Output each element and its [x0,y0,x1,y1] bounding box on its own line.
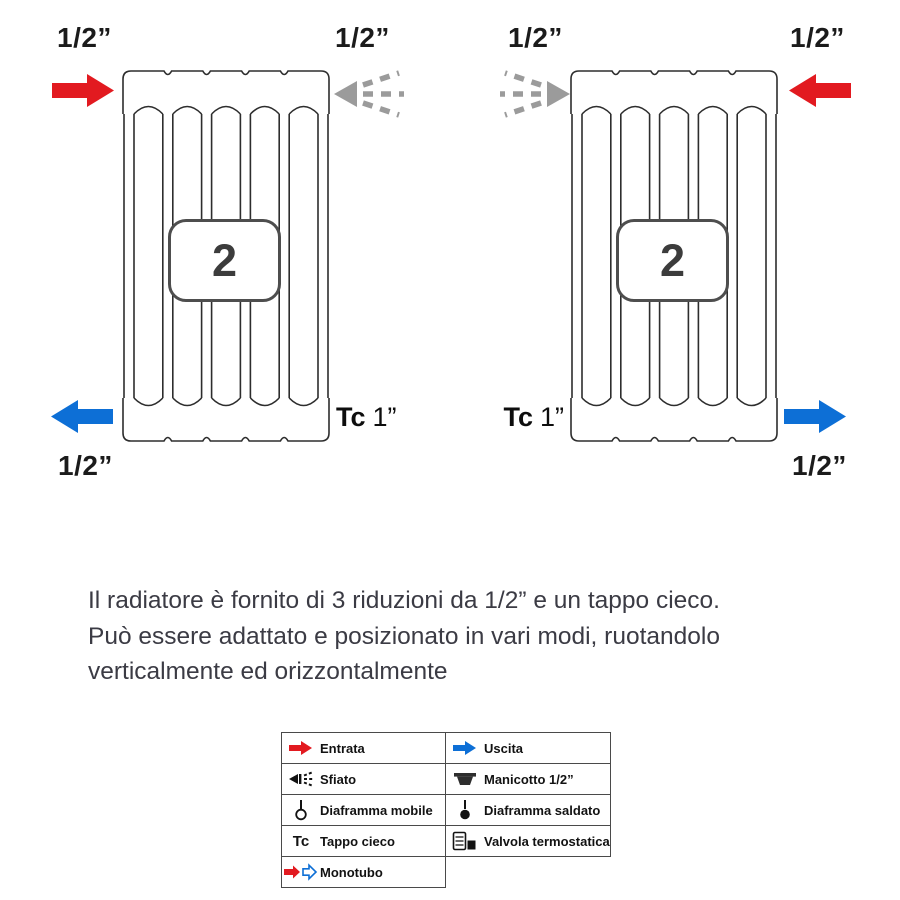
inlet-size-label: 1/2” [57,22,112,53]
description-text: Il radiatore è fornito di 3 riduzioni da… [88,583,848,690]
legend-label-sfiato: Sfiato [320,771,357,787]
tc-plug-abbrev: Tc [503,402,533,432]
outlet-size-label: 1/2” [58,450,113,481]
outlet-arrow-icon [51,400,113,433]
legend-cell-uscita: Uscita [445,732,611,764]
legend-cell-diaframma-saldato: Diaframma saldato [445,794,611,826]
legend-row-1: Entrata Uscita [281,732,611,764]
legend-label-diaframma-mobile: Diaframma mobile [320,802,433,818]
legend-cell-empty [445,856,611,888]
column-count-badge: 2 [168,219,281,302]
tc-plug-size: 1” [372,402,397,432]
legend-cell-manicotto: Manicotto 1/2” [445,763,611,795]
legend-cell-entrata: Entrata [281,732,446,764]
legend-row-3: Diaframma mobile Diaframma saldato [281,794,611,826]
manicotto-sleeve-icon [446,770,484,788]
vent-spray-icon [500,70,570,118]
inlet-size-label: 1/2” [790,22,845,53]
tc-plug-abbrev: Tc [336,402,366,432]
monotubo-arrows-icon [282,862,320,882]
legend-cell-monotubo: Monotubo [281,856,446,888]
description-line-2: Può essere adattato e posizionato in var… [88,622,720,650]
legend-table: Entrata Uscita Sfiato [281,732,611,888]
description-line-3: verticalmente ed orizzontalmente [88,658,448,685]
column-count-value: 2 [659,234,686,286]
legend-cell-diaframma-mobile: Diaframma mobile [281,794,446,826]
legend-label-monotubo: Monotubo [320,864,383,880]
uscita-arrow-icon [446,740,484,756]
legend-label-uscita: Uscita [484,740,524,756]
legend-row-5: Monotubo [281,856,611,888]
outlet-arrow-icon [784,400,846,433]
description-line-1: Il radiatore è fornito di 3 riduzioni da… [88,587,720,614]
inlet-arrow-icon [789,74,851,107]
outlet-size-label: 1/2” [792,450,847,481]
legend-row-2: Sfiato Manicotto 1/2” [281,763,611,795]
inlet-arrow-icon [52,74,114,107]
legend-cell-sfiato: Sfiato [281,763,446,795]
tc-plug-size: 1” [539,402,564,432]
legend-cell-tappo-cieco: Tc Tappo cieco [281,825,446,857]
entrata-arrow-icon [282,740,320,756]
diaframma-mobile-icon [282,798,320,822]
legend-row-4: Tc Tappo cieco Valvola termostatica [281,825,611,857]
legend-label-diaframma-saldato: Diaframma saldato [484,802,601,818]
legend-label-valvola: Valvola termostatica [484,833,610,849]
column-count-value: 2 [211,234,238,286]
valvola-termostatica-icon [446,830,484,852]
tappo-cieco-tc-icon: Tc [292,832,310,850]
sfiato-vent-icon [282,770,320,788]
legend-label-manicotto: Manicotto 1/2” [484,771,574,787]
legend-cell-valvola: Valvola termostatica [445,825,611,857]
legend-label-entrata: Entrata [320,740,365,756]
vent-spray-icon [334,70,404,118]
diaframma-saldato-icon [446,798,484,822]
vent-size-label: 1/2” [335,22,390,53]
vent-size-label: 1/2” [508,22,563,53]
legend-label-tappo-cieco: Tappo cieco [320,833,395,849]
column-count-badge: 2 [616,219,729,302]
